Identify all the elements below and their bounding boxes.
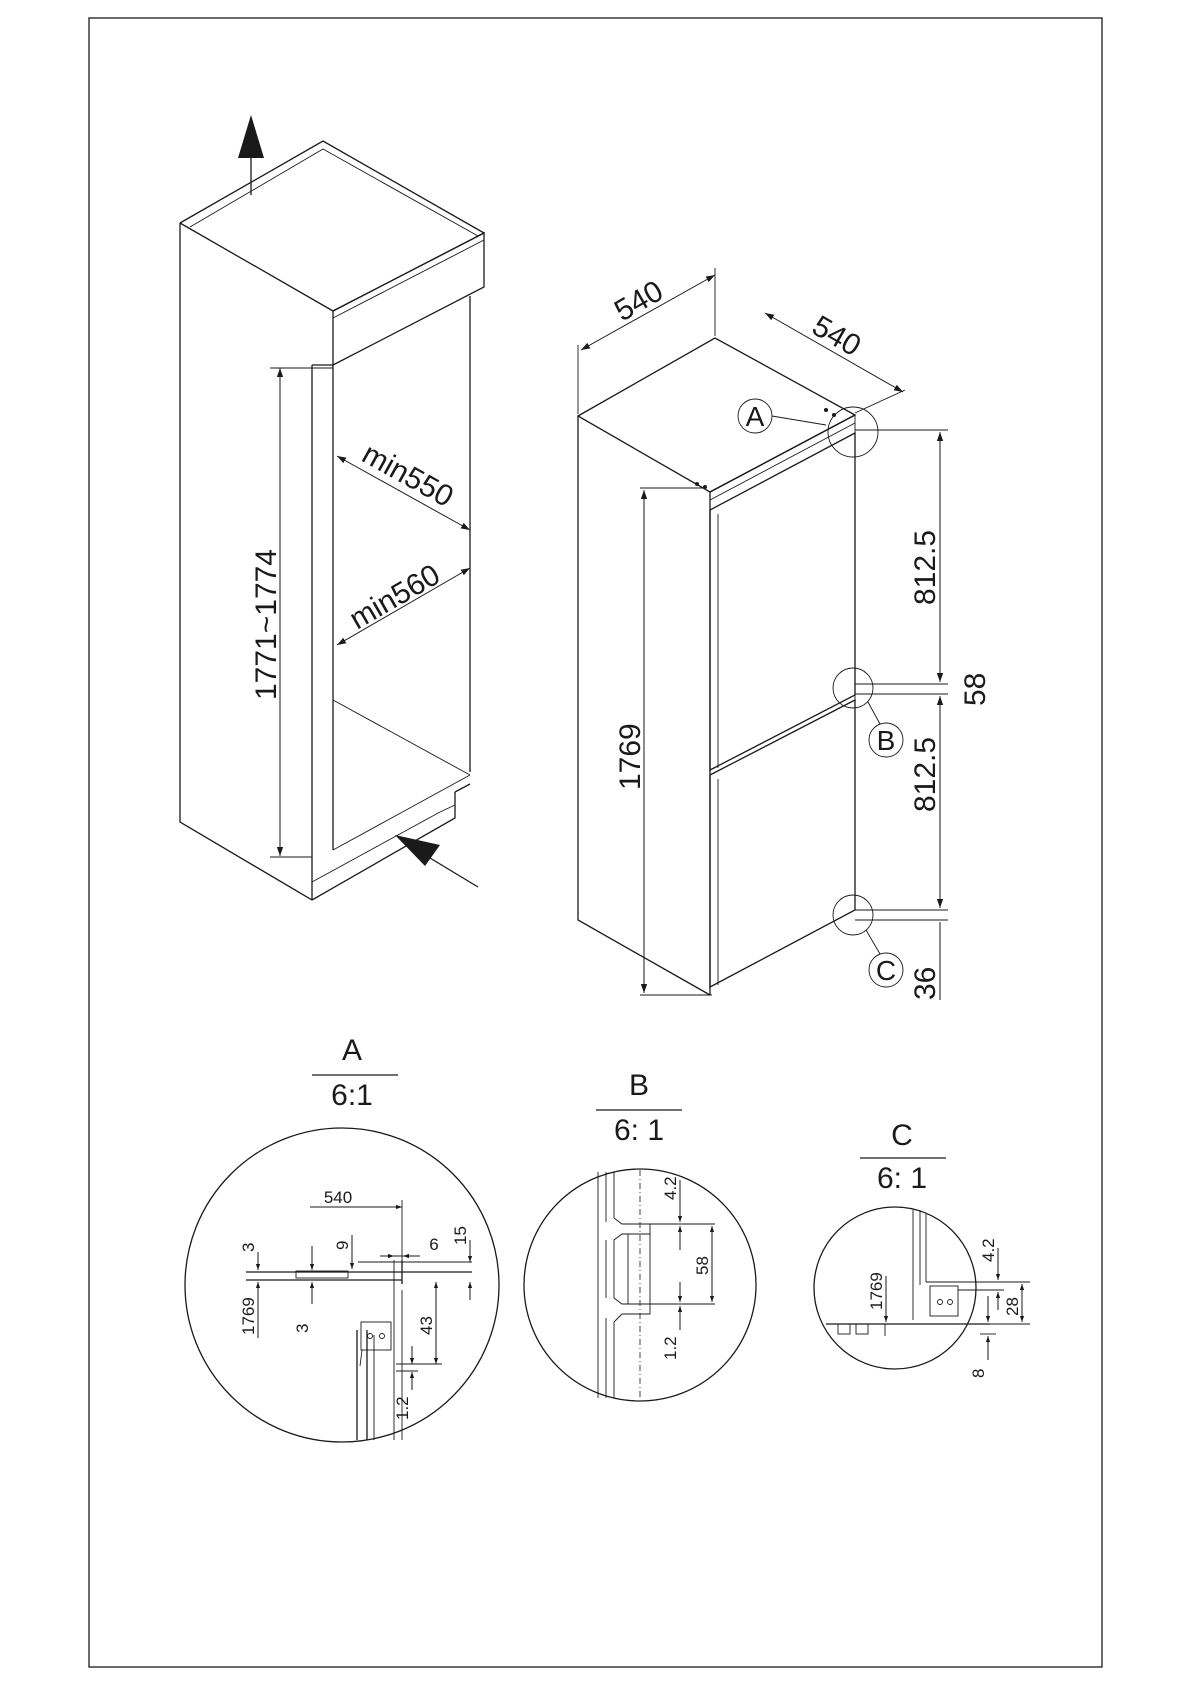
bottom-gap-label: 36 [909,967,942,1000]
detail-c-circle [814,1207,976,1369]
detail-c-gap-4-2-label: 4.2 [979,1238,998,1262]
callout-b-letter: B [877,725,896,756]
detail-a: A 6:1 540 9 6 15 [185,1034,499,1442]
callout-a-letter: A [746,401,765,432]
detail-a-scale: 6:1 [331,1079,373,1112]
detail-c-gap-8-label: 8 [969,1369,988,1378]
detail-b-letter: B [629,1069,649,1102]
cabinet-drawing: 1771~1774 min550 min560 [180,115,484,900]
detail-a-gap-3-bottom-label: 3 [293,1324,312,1333]
cabinet-width-label: min560 [344,558,446,636]
callout-b-circle [833,668,873,708]
door-gap-label: 58 [959,673,992,706]
callout-c-letter: C [876,955,896,986]
appliance-width-label: 540 [609,274,669,328]
detail-c-scale: 6: 1 [877,1162,927,1195]
appliance-depth-label: 540 [807,309,867,363]
lower-door-height-label: 812.5 [909,737,942,812]
airflow-in-arrow-icon [395,835,478,887]
detail-b-scale: 6: 1 [614,1114,664,1147]
detail-b-gap-1-2-label: 1.2 [661,1336,680,1360]
callout-c-circle [833,895,873,935]
cabinet-height-label: 1771~1774 [250,549,283,700]
detail-a-gap-1-2-label: 1.2 [393,1396,412,1420]
detail-b: B 6: 1 4.2 58 1.2 [524,1069,756,1401]
detail-a-gap-6-label: 6 [429,1235,438,1254]
detail-a-height-label: 1769 [239,1297,258,1335]
detail-a-width-label: 540 [324,1188,352,1207]
detail-b-gap-4-2-top-label: 4.2 [661,1176,680,1200]
detail-a-gap-43-label: 43 [417,1316,436,1335]
sheet-border [89,18,1102,1667]
detail-a-gap-3-top-label: 3 [239,1243,258,1252]
detail-b-gap-58-label: 58 [693,1256,712,1275]
upper-door-height-label: 812.5 [909,530,942,605]
detail-a-letter: A [342,1034,362,1067]
appliance-height-label: 1769 [614,723,647,790]
detail-c: C 6: 1 1769 4.2 28 8 [814,1119,1030,1378]
detail-a-gap-15-label: 15 [451,1226,470,1245]
detail-a-circle [185,1128,499,1442]
detail-c-letter: C [891,1119,913,1152]
appliance-drawing: 540 540 1769 812.5 58 812.5 36 A B [578,268,992,1000]
detail-c-height-label: 1769 [867,1272,886,1310]
detail-a-gap-9-label: 9 [333,1241,352,1250]
detail-c-gap-28-label: 28 [1003,1297,1022,1316]
